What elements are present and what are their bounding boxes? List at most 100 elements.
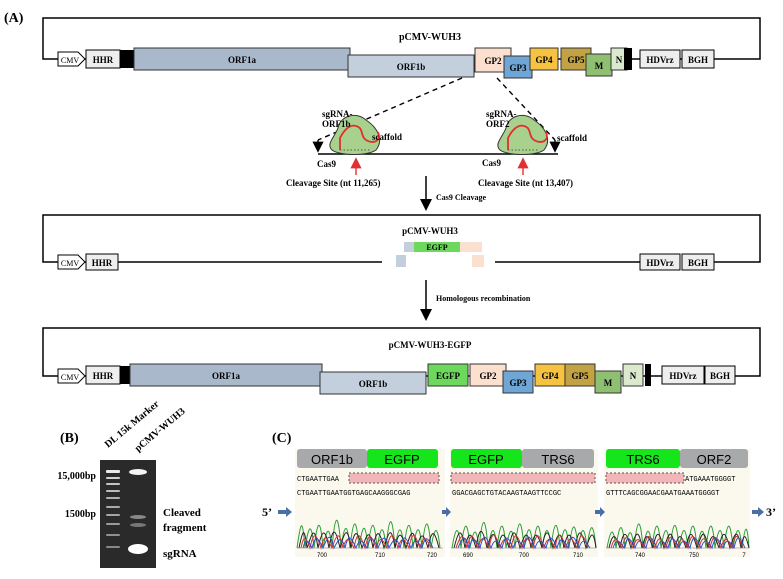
gel-bp-1500: 1500bp: [65, 509, 97, 520]
m-label: M: [595, 61, 604, 71]
arrow-between-2-3: [595, 507, 605, 517]
seq-panel-2: EGFP TRS6 GGACGAGCTGTACAAGTAAGTTCCGC 690…: [450, 449, 598, 559]
hhr-label-mid: HHR: [92, 258, 113, 268]
seq3-tag-a-label: TRS6: [626, 452, 659, 467]
gel-band-full: [129, 469, 147, 475]
seq3-tick-1: 740: [635, 553, 646, 559]
cas9-left-label: Cas9: [317, 159, 337, 169]
plasmid-backbone-top: [42, 17, 761, 60]
panel-label-b: (B): [60, 431, 79, 446]
panel-label-a: (A): [4, 11, 24, 26]
bgh-label-bot: BGH: [710, 371, 730, 381]
gel-fragment-label: fragment: [163, 522, 207, 534]
egfp-label-bot: EGFP: [436, 371, 461, 381]
gp3-label: GP3: [510, 63, 527, 73]
seq2-seq-bottom: GGACGAGCTGTACAAGTAAGTTCCGC: [452, 490, 561, 498]
seq2-tag-a-label: EGFP: [468, 452, 503, 467]
seq1-tick-2: 710: [375, 553, 386, 559]
gp5-label: GP5: [568, 55, 585, 65]
gp5-label-bot: GP5: [572, 371, 589, 381]
hdvrz-label: HDVrz: [646, 55, 673, 65]
seq3-tag-b: [680, 449, 748, 468]
seq2-tick-2: 700: [519, 553, 530, 559]
black-junction: [120, 50, 134, 68]
seq1-tag-b-label: EGFP: [384, 452, 419, 467]
seq-panel-3: TRS6 ORF2 ATGAAATGGGGT GTTTCAGCGGAACGAAT…: [604, 449, 750, 559]
gp2-label-bot: GP2: [480, 371, 497, 381]
bgh-box: [681, 49, 715, 69]
sgrna-zoom: sgRNA- ORF1b scaffold Cas9 Cleavage Site…: [286, 77, 587, 188]
seq1-tick-1: 700: [317, 553, 328, 559]
gp3-label-bot: GP3: [510, 378, 527, 388]
seq1-trace-black: [298, 531, 440, 550]
arrow-3prime: [752, 507, 764, 517]
seq2-pink-bar: [450, 472, 596, 484]
cleavage-site-right: Cleavage Site (nt 13,407): [478, 178, 573, 188]
gel-bp-15000: 15,000bp: [57, 471, 96, 482]
gel-cleaved-label: Cleaved: [163, 507, 201, 519]
hhr-label-bot: HHR: [93, 371, 114, 381]
cleavage-step-label: Cas9 Cleavage: [436, 193, 486, 202]
homology-arm-left: [404, 242, 414, 252]
cmv-label-mid: CMV: [61, 259, 79, 268]
recombination-step-label: Homologous recombination: [436, 294, 531, 303]
cas9-right-shape: [497, 114, 549, 155]
seq2-tick-1: 690: [463, 553, 474, 559]
plasmid-middle: pCMV-WUH3 CMV HHR EGFP HDVrz BGH: [42, 214, 761, 271]
seq1-tag-b: [367, 449, 438, 468]
sgrna-left-label-1: sgRNA-: [322, 109, 353, 119]
gp4-label: GP4: [536, 55, 553, 65]
gp4-box: [529, 47, 559, 71]
plasmid-title-top: pCMV-WUH3: [399, 32, 461, 43]
gel-image: [100, 460, 156, 568]
sgrna-right-strand: [507, 124, 548, 150]
orf1b-label-bot: ORF1b: [359, 379, 388, 389]
seq3-pink-bar: [605, 472, 685, 484]
hhr-label: HHR: [93, 55, 114, 65]
arrow-between-1-2: [442, 507, 451, 517]
arrow-5prime: [278, 507, 292, 517]
gel-band-cleaved: [130, 515, 146, 519]
plasmid-top: pCMV-WUH3 CMV HHR ORF1a ORF1b GP2 GP3 GP…: [42, 17, 761, 79]
cas9-right-label: Cas9: [482, 158, 502, 168]
seq1-tag-a: [297, 449, 367, 468]
seq2-tick-3: 710: [573, 553, 584, 559]
m-label-bot: M: [604, 378, 613, 388]
hdvrz-label-bot: HDVrz: [669, 371, 696, 381]
bgh-label: BGH: [688, 55, 708, 65]
seq3-seq-top: ATGAAATGGGGT: [685, 476, 735, 484]
scaffold-left-label: scaffold: [372, 132, 402, 142]
seq2-tag-a: [451, 449, 522, 468]
cmv-label: CMV: [61, 56, 79, 65]
homology-arm-right: [460, 242, 482, 252]
egfp-insert: [414, 242, 460, 252]
seq3-tick-3: 7: [742, 553, 746, 559]
hdvrz-box: [639, 49, 681, 69]
sgrna-right-label-2: ORF2: [486, 119, 510, 129]
panel-label-c: (C): [272, 431, 292, 446]
cleavage-site-left: Cleavage Site (nt 11,265): [286, 178, 381, 188]
cut-end-right: [472, 255, 484, 267]
plasmid-title-mid: pCMV-WUH3: [402, 226, 458, 236]
gp2-label: GP2: [485, 56, 502, 66]
plasmid-backbone-bot: [42, 327, 761, 377]
cmv-promoter-arrow: [57, 51, 86, 67]
plasmid-backbone-mid: [42, 214, 761, 263]
egfp-box-bot: [427, 363, 469, 387]
seq1-pink-bar: [348, 472, 440, 484]
five-prime-label: 5’: [262, 505, 272, 519]
sgrna-left-strand: [339, 124, 380, 150]
cas9-left-shape: [329, 114, 381, 155]
seq1-tick-3: 720: [427, 553, 438, 559]
three-prime-label: 3’: [766, 505, 776, 519]
scaffold-right-label: scaffold: [557, 133, 587, 143]
sgrna-right-label-1: sgRNA-: [486, 109, 517, 119]
seq1-seq-top: CTGAATTGAA: [297, 476, 340, 484]
orf1a-label-bot: ORF1a: [212, 371, 240, 381]
hdvrz-label-mid: HDVrz: [646, 258, 673, 268]
gp4-label-bot: GP4: [542, 371, 559, 381]
seq3-tick-2: 750: [689, 553, 700, 559]
cut-end-left: [396, 255, 406, 267]
sgrna-left-label-2: ORF1b: [322, 119, 351, 129]
